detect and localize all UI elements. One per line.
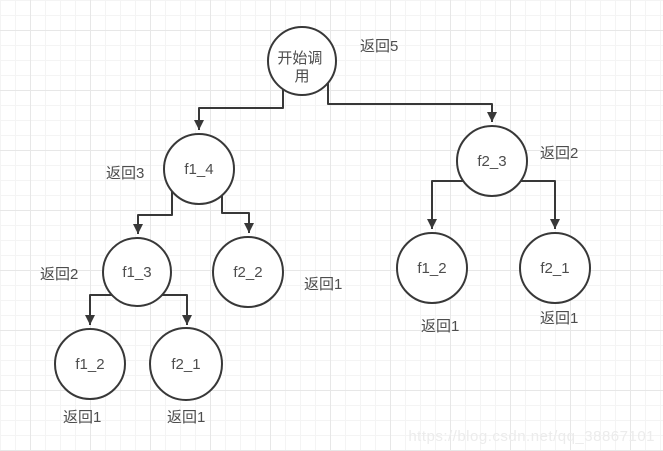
- return-label-f2_1-right: 返回1: [540, 310, 578, 327]
- node-f2_1-left-label: f2_1: [171, 356, 200, 373]
- node-f2_1-right: f2_1: [519, 232, 591, 304]
- edge-f1_3-to-f1_2-left: [85, 294, 113, 325]
- node-f1_2-left: f1_2: [54, 328, 126, 400]
- node-f1_4-circle: [163, 133, 235, 205]
- node-f2_2-label: f2_2: [233, 264, 262, 281]
- node-start: 开始调 用: [267, 26, 337, 96]
- node-f1_2-left-label: f1_2: [75, 356, 104, 373]
- return-label-f2_3: 返回2: [540, 145, 578, 162]
- node-f1_3-circle: [102, 237, 172, 307]
- node-f1_4: f1_4: [163, 133, 235, 205]
- edge-start-to-f2_3: [327, 83, 497, 122]
- return-label-f2_2: 返回1: [304, 276, 342, 293]
- node-f2_3-label: f2_3: [477, 153, 506, 170]
- return-label-f1_4: 返回3: [106, 165, 144, 182]
- edge-start-to-f1_4: [194, 89, 284, 130]
- return-label-f2_1-left: 返回1: [167, 409, 205, 426]
- node-f2_1-right-circle: [519, 232, 591, 304]
- return-label-f1_2-left: 返回1: [63, 409, 101, 426]
- edge-f1_4-to-f2_2: [221, 195, 254, 233]
- node-f1_2-right: f1_2: [396, 232, 468, 304]
- node-f1_2-right-circle: [396, 232, 468, 304]
- return-label-f1_2-right: 返回1: [421, 318, 459, 335]
- return-label-start: 返回5: [360, 38, 398, 55]
- edge-f2_3-to-f2_1-right: [520, 180, 560, 229]
- node-f2_2-circle: [212, 236, 284, 308]
- node-f1_2-left-circle: [54, 328, 126, 400]
- edge-f1_3-to-f2_1-left: [161, 294, 192, 325]
- node-f2_1-right-label: f2_1: [540, 260, 569, 277]
- return-label-f1_3: 返回2: [40, 266, 78, 283]
- node-f2_2: f2_2: [212, 236, 284, 308]
- csdn-watermark: https://blog.csdn.net/qq_38867101: [408, 428, 655, 445]
- node-f2_1-left-circle: [149, 327, 223, 401]
- edge-f1_4-to-f1_3: [133, 191, 173, 234]
- node-f1_2-right-label: f1_2: [417, 260, 446, 277]
- node-start-label: 开始调 用: [277, 50, 326, 85]
- node-f1_3: f1_3: [102, 237, 172, 307]
- node-f2_3-circle: [456, 125, 528, 197]
- node-f1_4-label: f1_4: [184, 161, 213, 178]
- node-start-circle: [267, 26, 337, 96]
- node-f1_3-label: f1_3: [122, 264, 151, 281]
- node-f2_1-left: f2_1: [149, 327, 223, 401]
- node-f2_3: f2_3: [456, 125, 528, 197]
- edge-f2_3-to-f1_2-right: [427, 180, 463, 229]
